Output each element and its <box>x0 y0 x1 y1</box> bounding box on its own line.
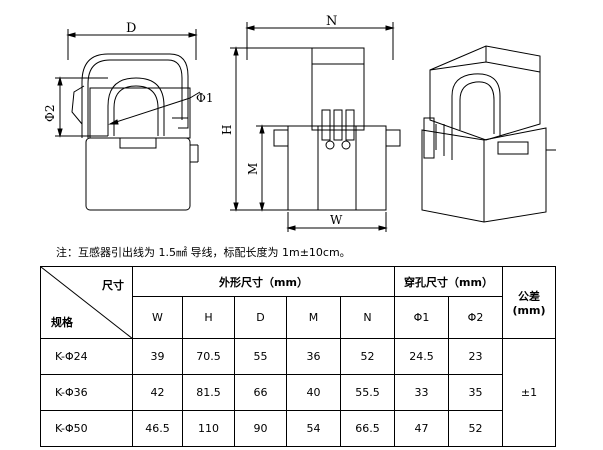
corner-cell: 尺寸 规格 <box>40 266 133 339</box>
tolerance-header: 公差(mm) <box>502 266 557 339</box>
col-header: W <box>132 296 183 339</box>
value-cell: 42 <box>132 374 183 411</box>
value-cell: 55.5 <box>339 374 396 411</box>
value-cell: 110 <box>182 410 235 447</box>
value-cell: 23 <box>448 338 504 375</box>
tolerance-cell: ±1 <box>502 338 557 447</box>
dim-label-M: M <box>246 163 260 175</box>
table-row: K-Φ50 46.5 110 90 54 66.5 47 52 <box>40 410 556 447</box>
column-header-row: W H D M N Φ1 Φ2 <box>41 296 556 339</box>
table-row: K-Φ24 39 70.5 55 36 52 24.5 23 ±1 <box>40 338 557 447</box>
hole-size-header: 穿孔尺寸（mm） <box>394 266 504 297</box>
spec-table: 尺寸 规格 外形尺寸（mm） 穿孔尺寸（mm） 公差(mm) W H D M N… <box>40 266 557 447</box>
side-view-drawing <box>230 22 401 232</box>
model-cell: K-Φ36 <box>40 374 133 411</box>
col-header: N <box>339 296 396 339</box>
value-cell: 40 <box>286 374 341 411</box>
corner-model-label: 规格 <box>51 316 73 329</box>
note-text: 注：互感器引出线为 1.5㎟ 导线，标配长度为 1m±10cm。 <box>56 246 351 259</box>
outer-size-header: 外形尺寸（mm） <box>131 266 396 297</box>
col-header: Φ2 <box>448 296 504 339</box>
value-cell: 54 <box>286 410 341 447</box>
value-cell: 47 <box>394 410 450 447</box>
col-header: H <box>182 296 235 339</box>
value-cell: 36 <box>286 338 341 375</box>
value-cell: 66.5 <box>339 410 396 447</box>
dim-label-N: N <box>326 14 337 29</box>
col-header: M <box>286 296 341 339</box>
value-cell: 33 <box>394 374 450 411</box>
value-cell: 70.5 <box>182 338 235 375</box>
col-header: D <box>234 296 287 339</box>
dim-label-H: H <box>220 125 234 135</box>
value-cell: 52 <box>448 410 504 447</box>
isometric-view-drawing <box>421 45 556 223</box>
col-header: Φ1 <box>394 296 450 339</box>
dim-label-W: W <box>330 213 343 227</box>
value-cell: 66 <box>234 374 287 411</box>
front-view-drawing <box>55 29 201 211</box>
dim-label-phi1: Φ1 <box>196 91 213 105</box>
value-cell: 81.5 <box>182 374 235 411</box>
value-cell: 39 <box>132 338 183 375</box>
model-cell: K-Φ24 <box>40 338 133 375</box>
value-cell: 90 <box>234 410 287 447</box>
corner-size-label: 尺寸 <box>102 279 124 292</box>
value-cell: 52 <box>339 338 396 375</box>
value-cell: 55 <box>234 338 287 375</box>
value-cell: 24.5 <box>394 338 450 375</box>
dimension-drawings: D N Φ2 Φ1 H M W <box>43 14 556 232</box>
dim-label-D: D <box>126 21 136 36</box>
value-cell: 35 <box>448 374 504 411</box>
corner-diagonal <box>41 267 133 339</box>
value-cell: 46.5 <box>132 410 183 447</box>
table-row: K-Φ36 42 81.5 66 40 55.5 33 35 <box>40 374 556 411</box>
model-cell: K-Φ50 <box>40 410 133 447</box>
dim-label-phi2: Φ2 <box>43 105 57 122</box>
